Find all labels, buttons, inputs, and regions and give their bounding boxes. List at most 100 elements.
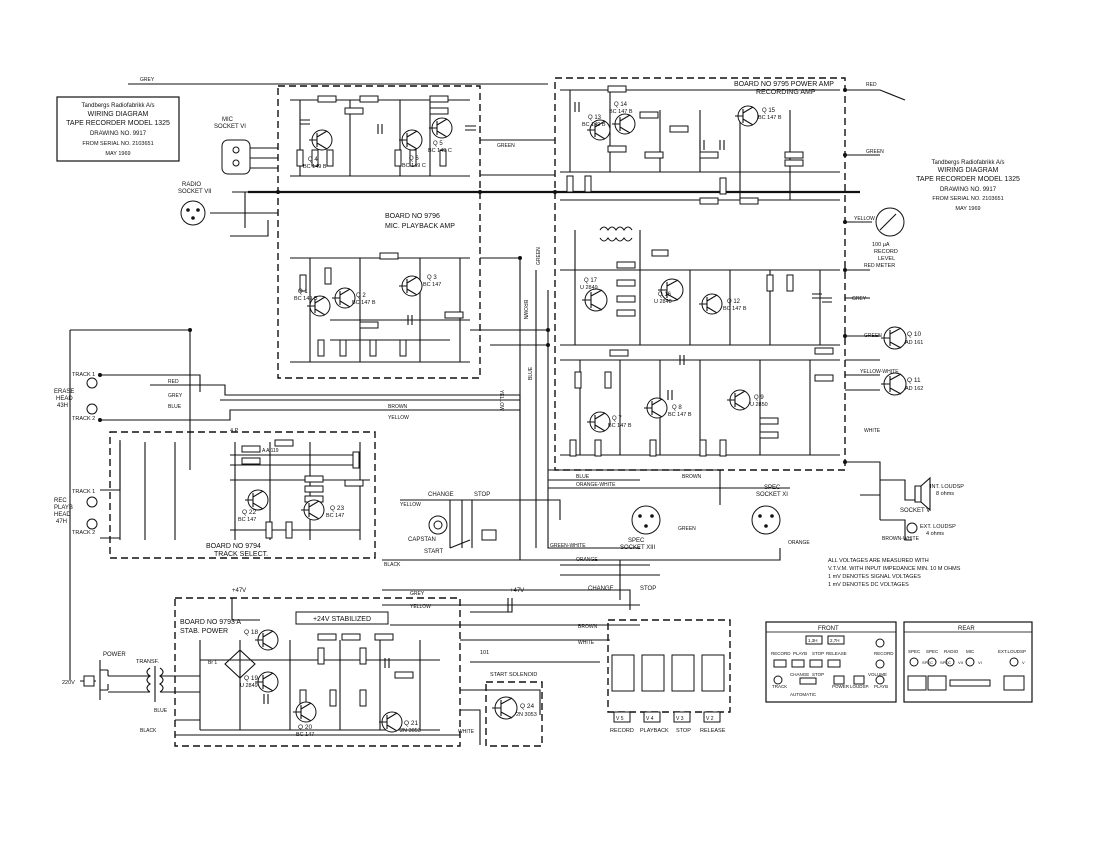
- switch-label-4: RELEASE: [700, 728, 726, 734]
- q10-ref: Q 10: [907, 331, 921, 338]
- q17-ref: Q 17: [584, 278, 598, 284]
- front-row1-5: RECORD: [874, 651, 894, 656]
- transistor-q9: Q 9U 2850: [727, 389, 768, 411]
- transistor-q4: Q 4BC 149 B: [303, 129, 333, 170]
- meter-label-3: LEVEL: [878, 256, 895, 262]
- meter-label-1: 100 µA: [872, 242, 890, 248]
- stabilized-label: +24V STABILIZED: [313, 616, 371, 623]
- note-2: V.T.V.M. WITH INPUT IMPEDANCE MIN. 10 M …: [828, 566, 961, 572]
- label-red-2: RED: [864, 263, 875, 269]
- rec-track2: TRACK 2: [72, 530, 95, 536]
- misc-label-4p: 4 P: [230, 428, 239, 434]
- spec-xiii-label: SPEC: [628, 538, 645, 544]
- board-9793-title: BOARD NO 9793 A: [180, 619, 241, 626]
- q20-type: BC 147: [296, 732, 314, 738]
- q17-type: U 2849: [580, 285, 598, 291]
- label-brown-1: BROWN: [388, 404, 408, 410]
- mic-socket-label-2: SOCKET VI: [214, 124, 246, 130]
- q23-ref: Q 23: [330, 505, 344, 512]
- main-wiring: GREY: [69, 77, 915, 745]
- spec-xi-label: SPEC: [764, 485, 781, 491]
- hole-label: 101: [480, 650, 489, 656]
- erase-head-label-2: HEAD: [56, 396, 73, 402]
- switch-code-3: V 3: [676, 716, 684, 722]
- rec-head-label-2: PLAYB: [54, 505, 73, 511]
- board-9795-capacitors: [574, 102, 832, 400]
- label-yellow-3: YELLOW: [400, 502, 421, 508]
- rear-panel-title: REAR: [958, 626, 975, 632]
- title-block-left: Tandbergs Radiofabrikk A/s WIRING DIAGRA…: [56, 96, 180, 162]
- ext-loudsp-ohms: 4 ohms: [926, 531, 944, 537]
- switch-code-1: V 5: [616, 716, 624, 722]
- radio-socket-label: RADIO: [182, 182, 201, 188]
- q7-type: BC 147 B: [608, 423, 632, 429]
- q1-ref: Q 1: [298, 289, 308, 295]
- board-9795-subtitle: RECORDING AMP: [756, 89, 816, 96]
- title-right-maker: Tandbergs Radiofabrikk A/s: [931, 160, 1004, 166]
- ext-loudsp-label: EXT. LOUDSP: [920, 524, 956, 530]
- rear-row2-5: V: [1022, 660, 1025, 665]
- board-9796: BOARD NO 9796 MIC. PLAYBACK AMP: [277, 85, 481, 379]
- q3-type: BC 147: [423, 282, 441, 288]
- transistor-q18: Q 18: [244, 629, 279, 651]
- start-solenoid-label: START SOLENOID: [490, 672, 537, 678]
- q5-type: BC 149 C: [428, 148, 452, 154]
- transistor-q2: Q 2BC 147 B: [332, 287, 376, 309]
- rec-playb-head: REC PLAYB HEAD 47H TRACK 1 TRACK 2: [54, 489, 98, 536]
- title-left-maker: Tandbergs Radiofabrikk A/s: [81, 103, 154, 109]
- q24-type: 2N 3053: [516, 712, 537, 718]
- q13-type: BC 149 B: [582, 122, 606, 128]
- title-left-date: MAY 1969: [105, 151, 130, 157]
- wire-color-labels: RED GREEN YELLOW RED GREEN YELLOW-WHITE …: [140, 82, 920, 735]
- rec-head-label-1: REC: [54, 498, 67, 504]
- q6-ref: Q 6: [409, 156, 419, 162]
- label-green-2: GREEN: [864, 333, 882, 339]
- front-row1-4: RELEASE: [826, 651, 847, 656]
- front-row3-2: VOLUME: [868, 672, 887, 677]
- board-9796-title: BOARD NO 9796: [385, 213, 440, 220]
- board-9794-title: BOARD NO 9794: [206, 543, 261, 550]
- q23-type: BC 147: [326, 513, 344, 519]
- q2-type: BC 147 B: [352, 300, 376, 306]
- title-left-title: WIRING DIAGRAM: [88, 111, 149, 118]
- front-row2-6: PLAYB: [874, 684, 888, 689]
- label-yellow-white: YELLOW-WHITE: [860, 369, 899, 375]
- spec-xi-label-2: SOCKET XI: [756, 492, 788, 498]
- title-right-title: WIRING DIAGRAM: [938, 167, 999, 174]
- q9-ref: Q 9: [754, 395, 764, 401]
- q6-type: BC 149 C: [402, 163, 426, 169]
- rec-head-label-3: HEAD: [54, 512, 71, 518]
- note-3: 1 mV DENOTES SIGNAL VOLTAGES: [828, 574, 921, 580]
- label-orange-1: ORANGE: [576, 557, 598, 563]
- title-left-model: TAPE RECORDER MODEL 1325: [66, 120, 170, 127]
- label-red-1: RED: [866, 82, 877, 88]
- int-loudsp-label: INT. LOUDSP: [930, 484, 964, 490]
- switch-bank: V 5 V 4 V 3 V 2 RECORD PLAYBACK STOP REL…: [607, 619, 731, 734]
- title-left-serial: FROM SERIAL NO. 2103651: [82, 141, 153, 147]
- bias-oscillator-coil: [599, 226, 633, 242]
- spec-socket-xi: SPEC SOCKET XI: [751, 485, 788, 535]
- board-9796-subtitle: MIC. PLAYBACK AMP: [385, 223, 455, 230]
- internal-loudspeaker: INT. LOUDSP 8 ohms: [914, 476, 964, 512]
- q4-type: BC 149 B: [303, 164, 327, 170]
- record-level-meter: 100 µA RECORD LEVEL METER: [872, 207, 905, 269]
- front-row1-1: RECORD: [771, 651, 791, 656]
- q8-ref: Q 8: [672, 405, 682, 411]
- capstan-label: CAPSTAN: [408, 537, 436, 543]
- q12-ref: Q 12: [727, 299, 741, 305]
- front-row2-5: LOUDSP.: [850, 684, 869, 689]
- q9-type: U 2850: [750, 402, 768, 408]
- board-9793a: BOARD NO 9793 A STAB. POWER +24V STABILI…: [174, 597, 461, 747]
- q14-type: BC 147 B: [609, 109, 633, 115]
- change-label: CHANGE: [428, 492, 454, 498]
- q15-ref: Q 15: [762, 108, 776, 114]
- q14-ref: Q 14: [614, 102, 628, 108]
- transistor-q16: Q 16U 2848: [654, 278, 684, 305]
- q16-ref: Q 16: [658, 292, 672, 298]
- title-right-serial: FROM SERIAL NO. 2103651: [932, 196, 1003, 202]
- label-yellow-2: YELLOW: [388, 415, 409, 421]
